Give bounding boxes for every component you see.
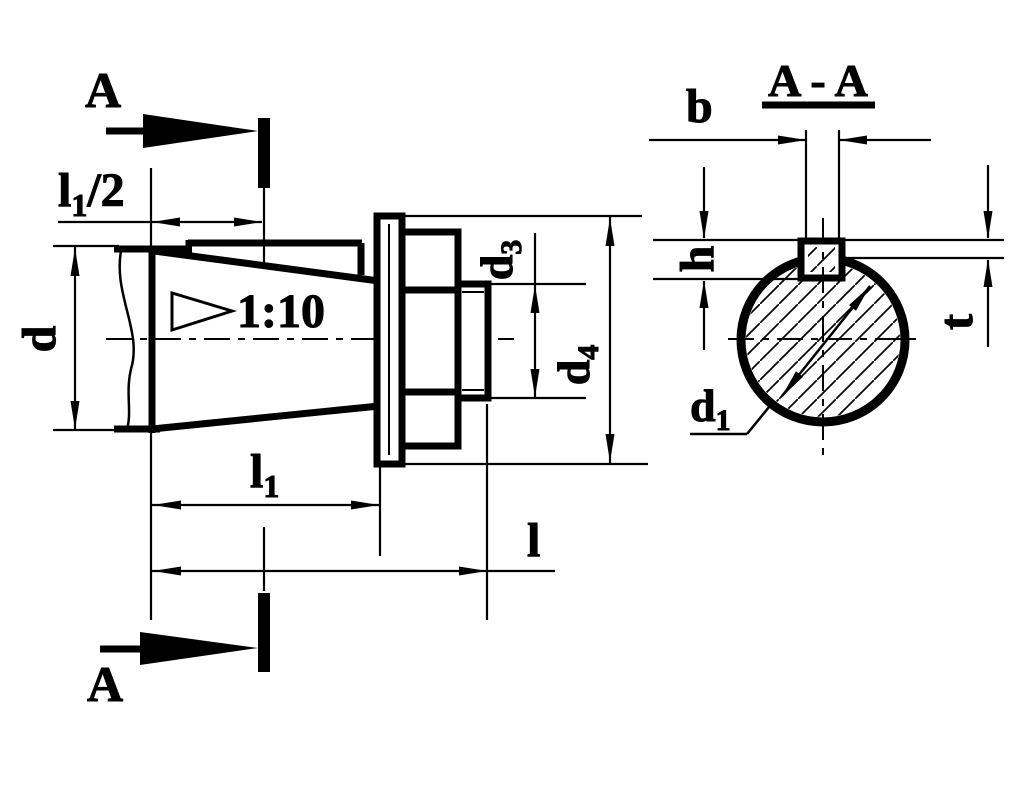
dim-arrow: [153, 566, 181, 576]
dim-arrow: [70, 248, 80, 276]
dim-arrow: [605, 218, 615, 246]
dim-arrow: [983, 211, 993, 239]
section-arrowhead-top: [143, 114, 258, 148]
dim-label-d1: d1: [690, 380, 731, 437]
dim-arrow: [152, 217, 180, 227]
section-view: A - A b h t d1: [649, 55, 1004, 456]
dim-arrow: [983, 259, 993, 287]
dim-label-t: t: [930, 314, 983, 330]
dim-arrow: [530, 369, 540, 397]
dim-arrow: [699, 280, 709, 308]
taper-ratio-label: 1:10: [237, 285, 325, 338]
section-label-bottom: A: [87, 656, 123, 712]
dim-arrow: [459, 566, 487, 576]
dim-label-h: h: [671, 246, 724, 273]
cone-top-edge: [153, 247, 380, 285]
dim-arrow: [778, 135, 806, 145]
dim-label-b: b: [686, 80, 713, 133]
dim-arrow: [70, 401, 80, 429]
section-title: A - A: [768, 55, 868, 106]
section-label-top: A: [85, 62, 121, 118]
dim-arrow: [839, 135, 867, 145]
dim-arrow: [351, 500, 379, 510]
dim-label-d4: d4: [548, 345, 605, 386]
dim-label-l: l: [527, 514, 540, 567]
dim-arrow: [849, 286, 870, 311]
section-arrowhead-bottom: [140, 632, 258, 665]
key-section-hatch: [808, 247, 835, 272]
cone-bottom-edge: [151, 402, 380, 433]
taper-symbol-icon: [170, 290, 238, 333]
dim-arrow: [699, 211, 709, 239]
dim-arrow: [605, 434, 615, 462]
left-view: A A l1/2 d 1:10 l1 l d3 d4: [13, 62, 648, 713]
dim-label-d3: d3: [471, 240, 528, 281]
dim-arrow: [530, 285, 540, 313]
nut-body: [398, 228, 462, 450]
d1-leader-diagonal: [746, 406, 770, 435]
dim-label-l1-half: l1/2: [58, 164, 125, 223]
dim-arrow: [782, 371, 803, 396]
shaft-break-line: [118, 245, 135, 433]
dim-label-d: d: [13, 325, 66, 352]
dim-label-l1: l1: [250, 445, 279, 504]
dim-arrow: [153, 500, 181, 510]
dim-arrow: [234, 217, 262, 227]
